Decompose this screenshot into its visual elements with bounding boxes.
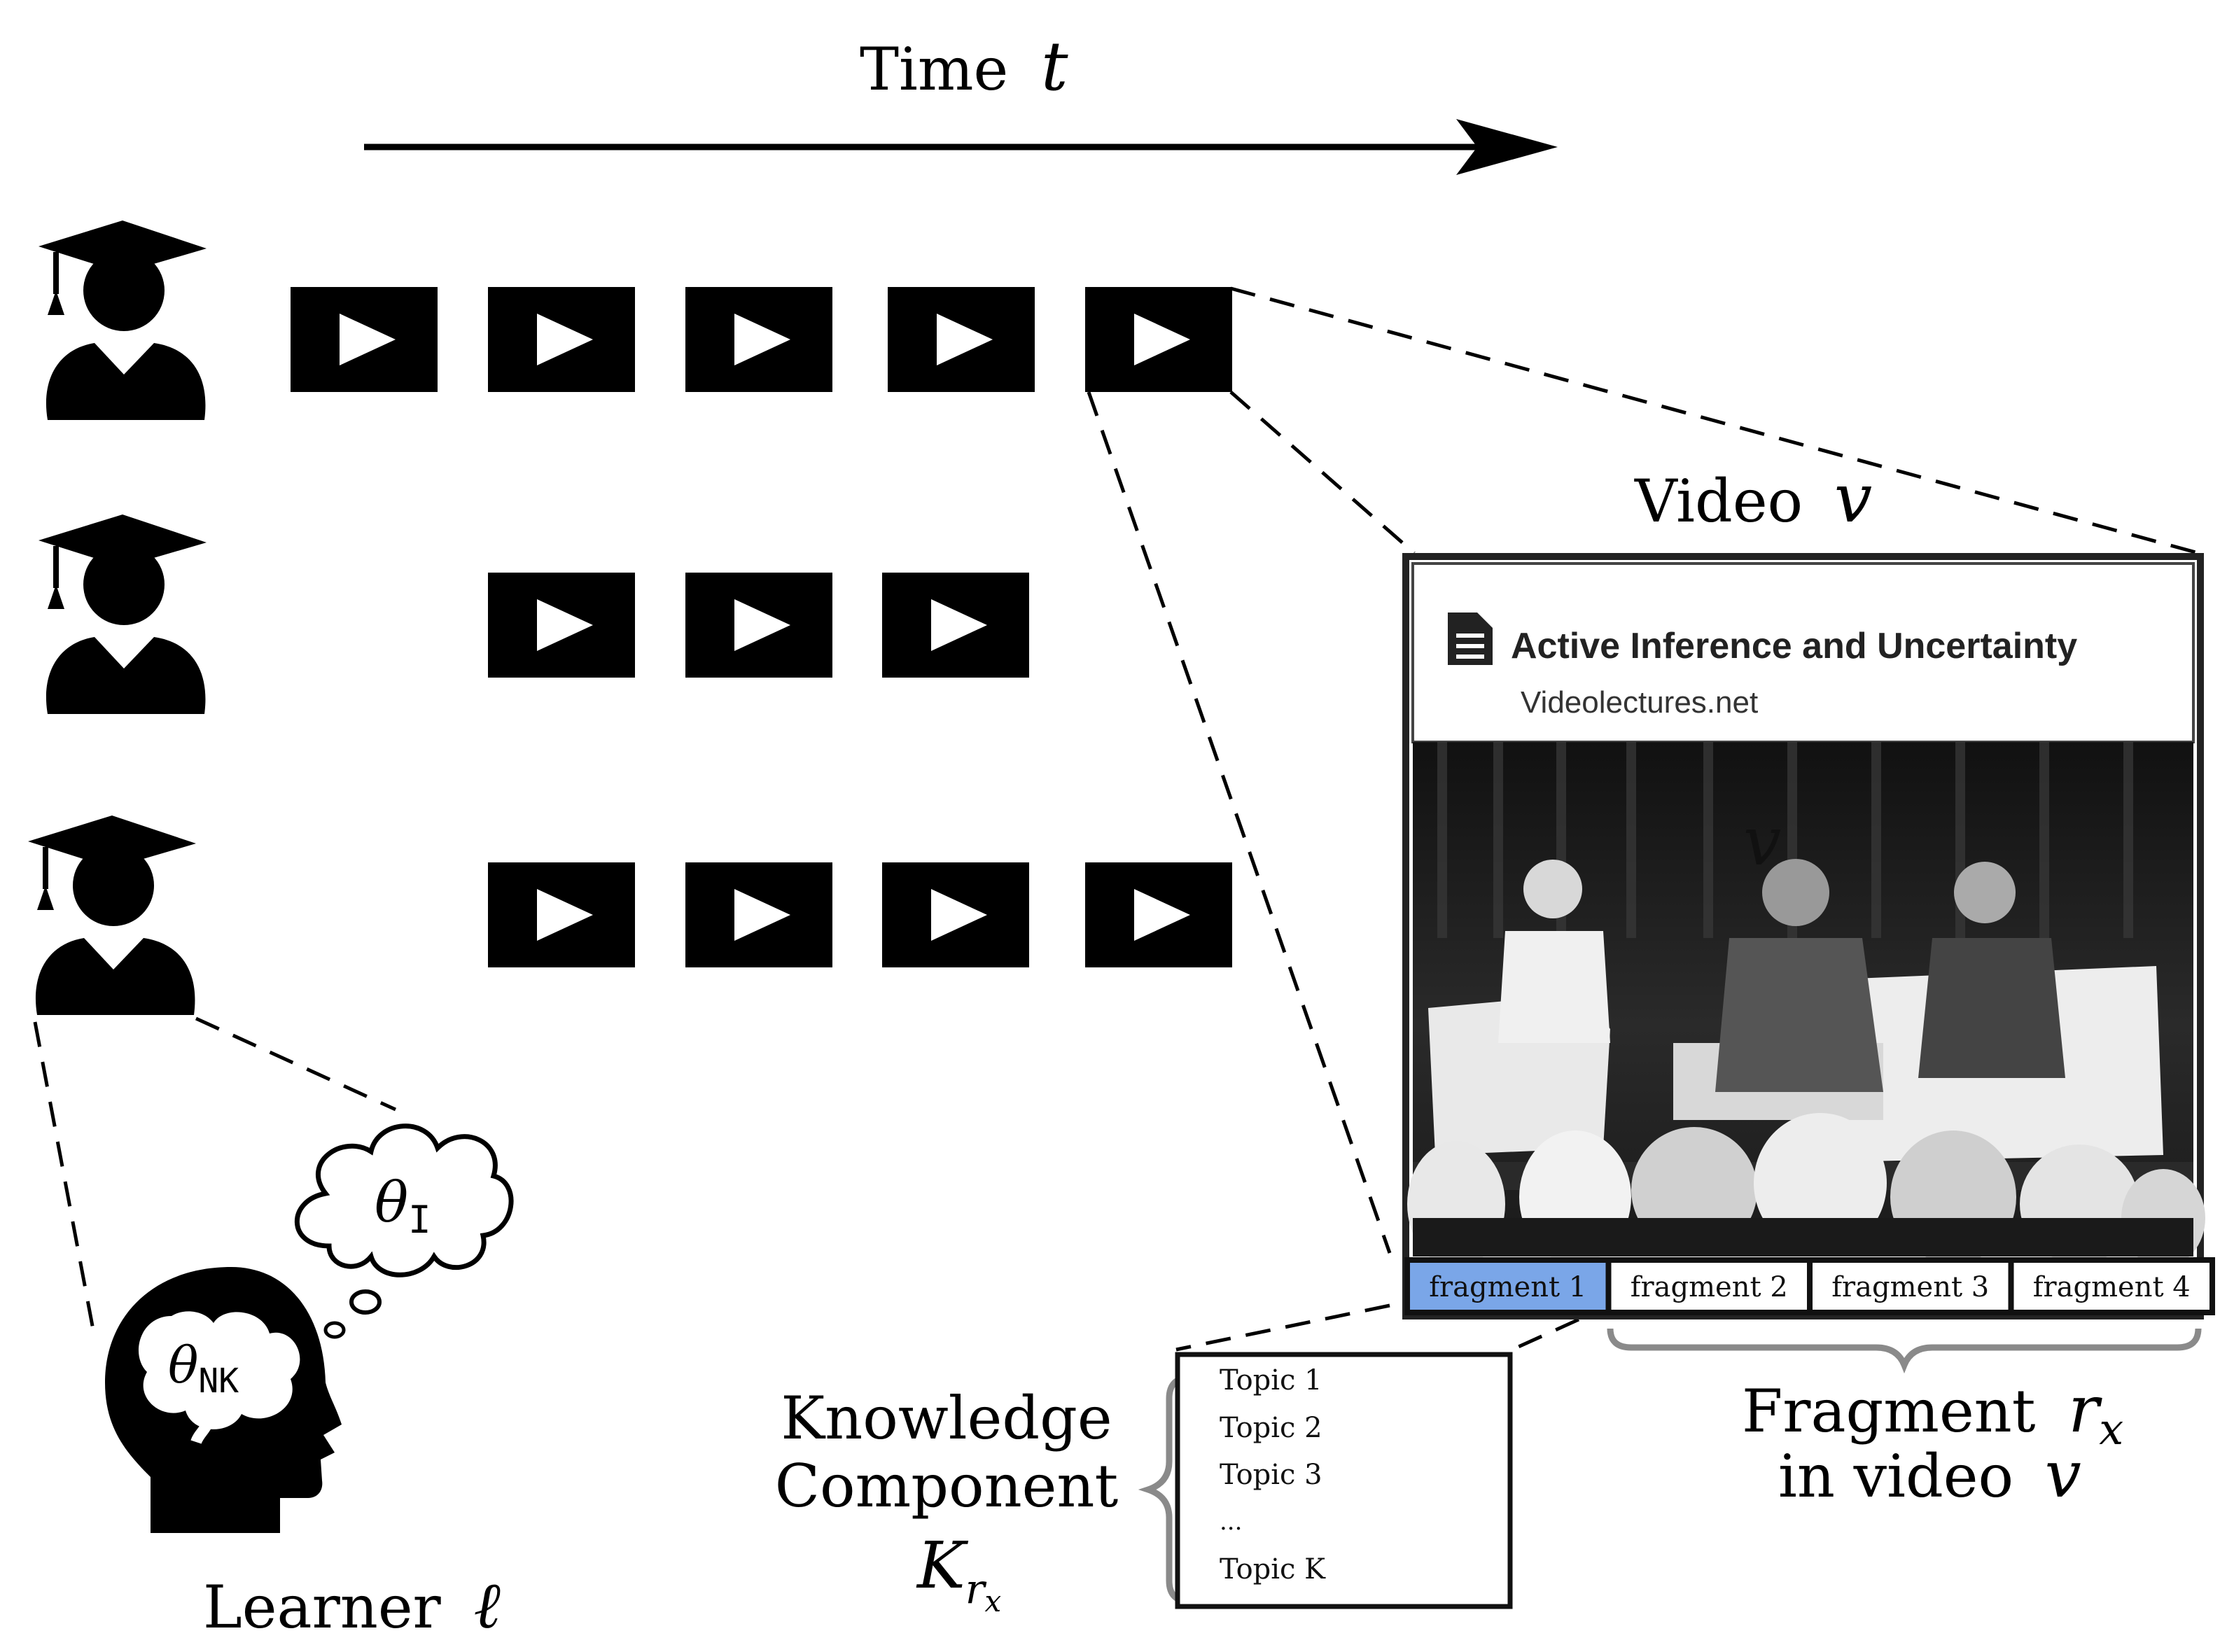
play-icon <box>937 314 993 365</box>
fragment-tab[interactable]: fragment 3 <box>1807 1257 2014 1315</box>
video-thumbnail-icon[interactable] <box>291 287 438 392</box>
topic-item: Topic 3 <box>1220 1459 1322 1491</box>
fragment-label: Fragment rx in video v <box>1742 1372 2123 1512</box>
knowledge-brace <box>1138 1374 1191 1605</box>
play-icon <box>537 314 593 365</box>
fragment-label: fragment 1 <box>1429 1271 1586 1303</box>
svg-text:Fragment rx: Fragment rx <box>1742 1372 2123 1455</box>
learner-row-3 <box>28 816 1232 1015</box>
play-icon <box>931 599 987 651</box>
topic-item: Topic 1 <box>1220 1364 1322 1396</box>
svg-text:θNK: θNK <box>168 1336 239 1401</box>
play-icon <box>734 599 790 651</box>
learner-row-1 <box>39 220 1232 420</box>
learner-icon <box>39 514 207 714</box>
time-arrow-head <box>1456 119 1558 175</box>
video-thumbnail-icon[interactable] <box>1085 862 1232 967</box>
video-thumbnail-icon[interactable] <box>488 862 635 967</box>
play-icon <box>734 314 790 365</box>
video-source: Videolectures.net <box>1521 685 1758 720</box>
time-label: Time t <box>860 27 1068 106</box>
fragment-brace <box>1607 1328 2202 1374</box>
time-axis: Time t <box>364 27 1558 175</box>
topic-list: Topic 1 Topic 2 Topic 3... Topic K <box>1175 1352 1513 1609</box>
video-thumbnail-icon[interactable] <box>1085 287 1232 392</box>
topic-item: ... <box>1220 1508 1242 1536</box>
svg-text:Krx: Krx <box>916 1528 1001 1618</box>
play-icon <box>537 599 593 651</box>
fragment-tab[interactable]: fragment 1 <box>1404 1257 1612 1315</box>
topic-item: Topic 2 <box>1220 1412 1322 1444</box>
play-icon <box>1134 889 1190 941</box>
video-thumbnail-icon[interactable] <box>685 573 832 678</box>
learner-head-icon: θNK <box>105 1267 342 1533</box>
fragment-label: fragment 3 <box>1831 1271 1989 1303</box>
learner-row-2 <box>39 514 1029 714</box>
learner-icon <box>39 220 207 420</box>
svg-text:Knowledge: Knowledge <box>781 1384 1112 1452</box>
fragment-tab[interactable]: fragment 2 <box>1605 1257 1813 1315</box>
video-thumbnail-icon[interactable] <box>488 573 635 678</box>
fragment-bar: fragment 1 fragment 2 fragment 3 fragment 4 <box>1404 1257 2215 1315</box>
topic-item: Topic K <box>1220 1553 1326 1586</box>
video-label: Video v <box>1634 459 1872 538</box>
interest-thought-bubble: θI <box>294 1124 514 1339</box>
video-thumbnail-icon[interactable] <box>882 573 1029 678</box>
video-title: Active Inference and Uncertainty <box>1511 626 2077 666</box>
fragment-label: fragment 4 <box>2033 1271 2191 1303</box>
video-thumbnail-icon[interactable] <box>685 862 832 967</box>
video-overlay-symbol: v <box>1743 802 1781 881</box>
video-thumbnail-icon[interactable] <box>488 287 635 392</box>
fragment-tab[interactable]: fragment 4 <box>2008 1257 2215 1315</box>
fragment-label: fragment 2 <box>1631 1271 1788 1303</box>
document-icon <box>1448 612 1493 665</box>
video-card[interactable]: Active Inference and Uncertainty Videole… <box>1402 553 2215 1320</box>
video-thumbnail-icon[interactable] <box>685 287 832 392</box>
svg-text:Component: Component <box>775 1452 1119 1520</box>
learner-icon <box>28 816 196 1015</box>
video-thumbnail-icon[interactable] <box>882 862 1029 967</box>
play-icon <box>340 314 396 365</box>
play-icon <box>931 889 987 941</box>
video-thumbnail-icon[interactable] <box>888 287 1035 392</box>
zoom-lines <box>33 286 2199 1352</box>
video-thumbnail: v <box>1407 742 2205 1267</box>
knowledge-component-label: Knowledge Component Krx <box>775 1384 1119 1618</box>
learner-label: Learner ℓ <box>203 1568 501 1643</box>
svg-text:θI: θI <box>375 1170 431 1242</box>
play-icon <box>537 889 593 941</box>
play-icon <box>1134 314 1190 365</box>
play-icon <box>734 889 790 941</box>
svg-text:in video v: in video v <box>1778 1437 2081 1512</box>
